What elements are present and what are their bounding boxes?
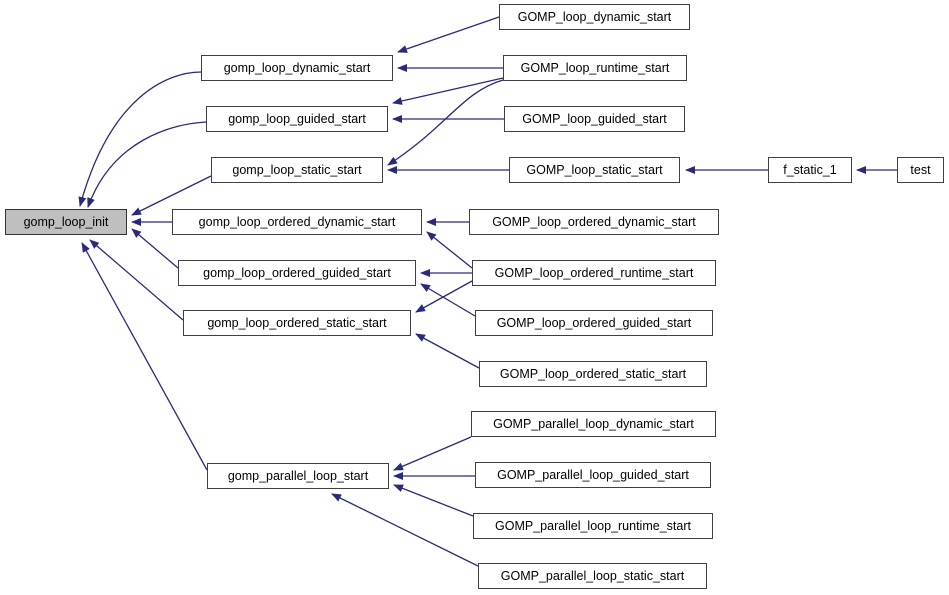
node-GOMP-loop-dynamic-start[interactable]: GOMP_loop_dynamic_start	[499, 4, 690, 30]
edge-static-to-init	[131, 175, 212, 216]
node-label: gomp_loop_ordered_static_start	[207, 315, 387, 330]
node-label: gomp_loop_init	[23, 214, 109, 229]
node-GOMP-loop-guided-start[interactable]: GOMP_loop_guided_start	[504, 106, 685, 132]
node-gomp-parallel-loop-start[interactable]: gomp_parallel_loop_start	[207, 463, 389, 489]
edge-GOMP-parallel-runtime-to-parallel	[393, 484, 474, 517]
node-gomp-loop-init[interactable]: gomp_loop_init	[5, 209, 127, 235]
edge-ordered-guided-to-init	[131, 228, 179, 269]
node-label: GOMP_parallel_loop_runtime_start	[495, 518, 691, 533]
edge-GOMP-parallel-static-to-parallel	[331, 493, 479, 567]
node-GOMP-loop-ordered-guided-start[interactable]: GOMP_loop_ordered_guided_start	[475, 310, 713, 336]
node-GOMP-loop-ordered-runtime-start[interactable]: GOMP_loop_ordered_runtime_start	[472, 260, 716, 286]
edge-GOMP-parallel-dynamic-to-parallel	[393, 436, 472, 471]
node-test[interactable]: test	[897, 157, 944, 183]
edge-GOMP-ordered-static-to-ordered-static	[415, 333, 480, 369]
edge-ordered-static-to-init	[89, 239, 184, 321]
node-label: GOMP_loop_ordered_static_start	[499, 366, 687, 381]
node-GOMP-loop-static-start[interactable]: GOMP_loop_static_start	[509, 157, 680, 183]
edge-guided-to-init	[87, 121, 207, 208]
node-label: GOMP_loop_dynamic_start	[517, 9, 672, 24]
node-label: test	[910, 162, 931, 177]
edge-parallel-loop-to-init	[81, 242, 208, 471]
edge-GOMP-ordered-guided-to-ordered-guided	[420, 283, 476, 317]
node-gomp-loop-guided-start[interactable]: gomp_loop_guided_start	[206, 106, 388, 132]
node-GOMP-loop-ordered-dynamic-start[interactable]: GOMP_loop_ordered_dynamic_start	[469, 209, 719, 235]
node-label: gomp_loop_guided_start	[228, 111, 366, 126]
node-gomp-loop-static-start[interactable]: gomp_loop_static_start	[211, 157, 383, 183]
node-label: GOMP_loop_ordered_guided_start	[496, 315, 692, 330]
node-label: GOMP_loop_ordered_runtime_start	[494, 265, 694, 280]
edge-GOMP-dynamic-to-dynamic	[397, 16, 500, 53]
node-label: GOMP_loop_ordered_dynamic_start	[492, 214, 696, 229]
node-GOMP-parallel-loop-guided-start[interactable]: GOMP_parallel_loop_guided_start	[475, 462, 711, 488]
node-label: gomp_parallel_loop_start	[227, 468, 369, 483]
node-label: GOMP_parallel_loop_guided_start	[497, 467, 689, 482]
node-GOMP-loop-ordered-static-start[interactable]: GOMP_loop_ordered_static_start	[479, 361, 707, 387]
node-GOMP-parallel-loop-dynamic-start[interactable]: GOMP_parallel_loop_dynamic_start	[471, 411, 716, 437]
node-f-static-1[interactable]: f_static_1	[768, 157, 852, 183]
node-label: GOMP_loop_static_start	[526, 162, 663, 177]
node-GOMP-loop-runtime-start[interactable]: GOMP_loop_runtime_start	[503, 55, 687, 81]
node-label: gomp_loop_ordered_guided_start	[203, 265, 391, 280]
node-label: gomp_loop_dynamic_start	[223, 60, 371, 75]
node-label: f_static_1	[783, 162, 837, 177]
node-gomp-loop-ordered-dynamic-start[interactable]: gomp_loop_ordered_dynamic_start	[172, 209, 422, 235]
node-GOMP-parallel-loop-static-start[interactable]: GOMP_parallel_loop_static_start	[478, 563, 707, 589]
node-label: gomp_loop_static_start	[232, 162, 362, 177]
node-label: GOMP_parallel_loop_dynamic_start	[493, 416, 694, 431]
node-gomp-loop-ordered-static-start[interactable]: gomp_loop_ordered_static_start	[183, 310, 411, 336]
node-label: GOMP_parallel_loop_static_start	[500, 568, 685, 583]
edge-dynamic-to-init	[78, 71, 202, 207]
edge-GOMP-runtime-to-static	[387, 79, 504, 166]
edge-GOMP-ordered-runtime-to-ordered-dynamic	[426, 231, 473, 269]
node-label: gomp_loop_ordered_dynamic_start	[198, 214, 396, 229]
node-GOMP-parallel-loop-runtime-start[interactable]: GOMP_parallel_loop_runtime_start	[473, 513, 713, 539]
edge-GOMP-ordered-runtime-to-ordered-static	[415, 280, 473, 313]
node-label: GOMP_loop_runtime_start	[520, 60, 670, 75]
node-label: GOMP_loop_guided_start	[522, 111, 667, 126]
node-gomp-loop-dynamic-start[interactable]: gomp_loop_dynamic_start	[201, 55, 393, 81]
edge-GOMP-runtime-to-guided	[392, 77, 504, 105]
node-gomp-loop-ordered-guided-start[interactable]: gomp_loop_ordered_guided_start	[178, 260, 416, 286]
edge-group	[78, 16, 897, 567]
